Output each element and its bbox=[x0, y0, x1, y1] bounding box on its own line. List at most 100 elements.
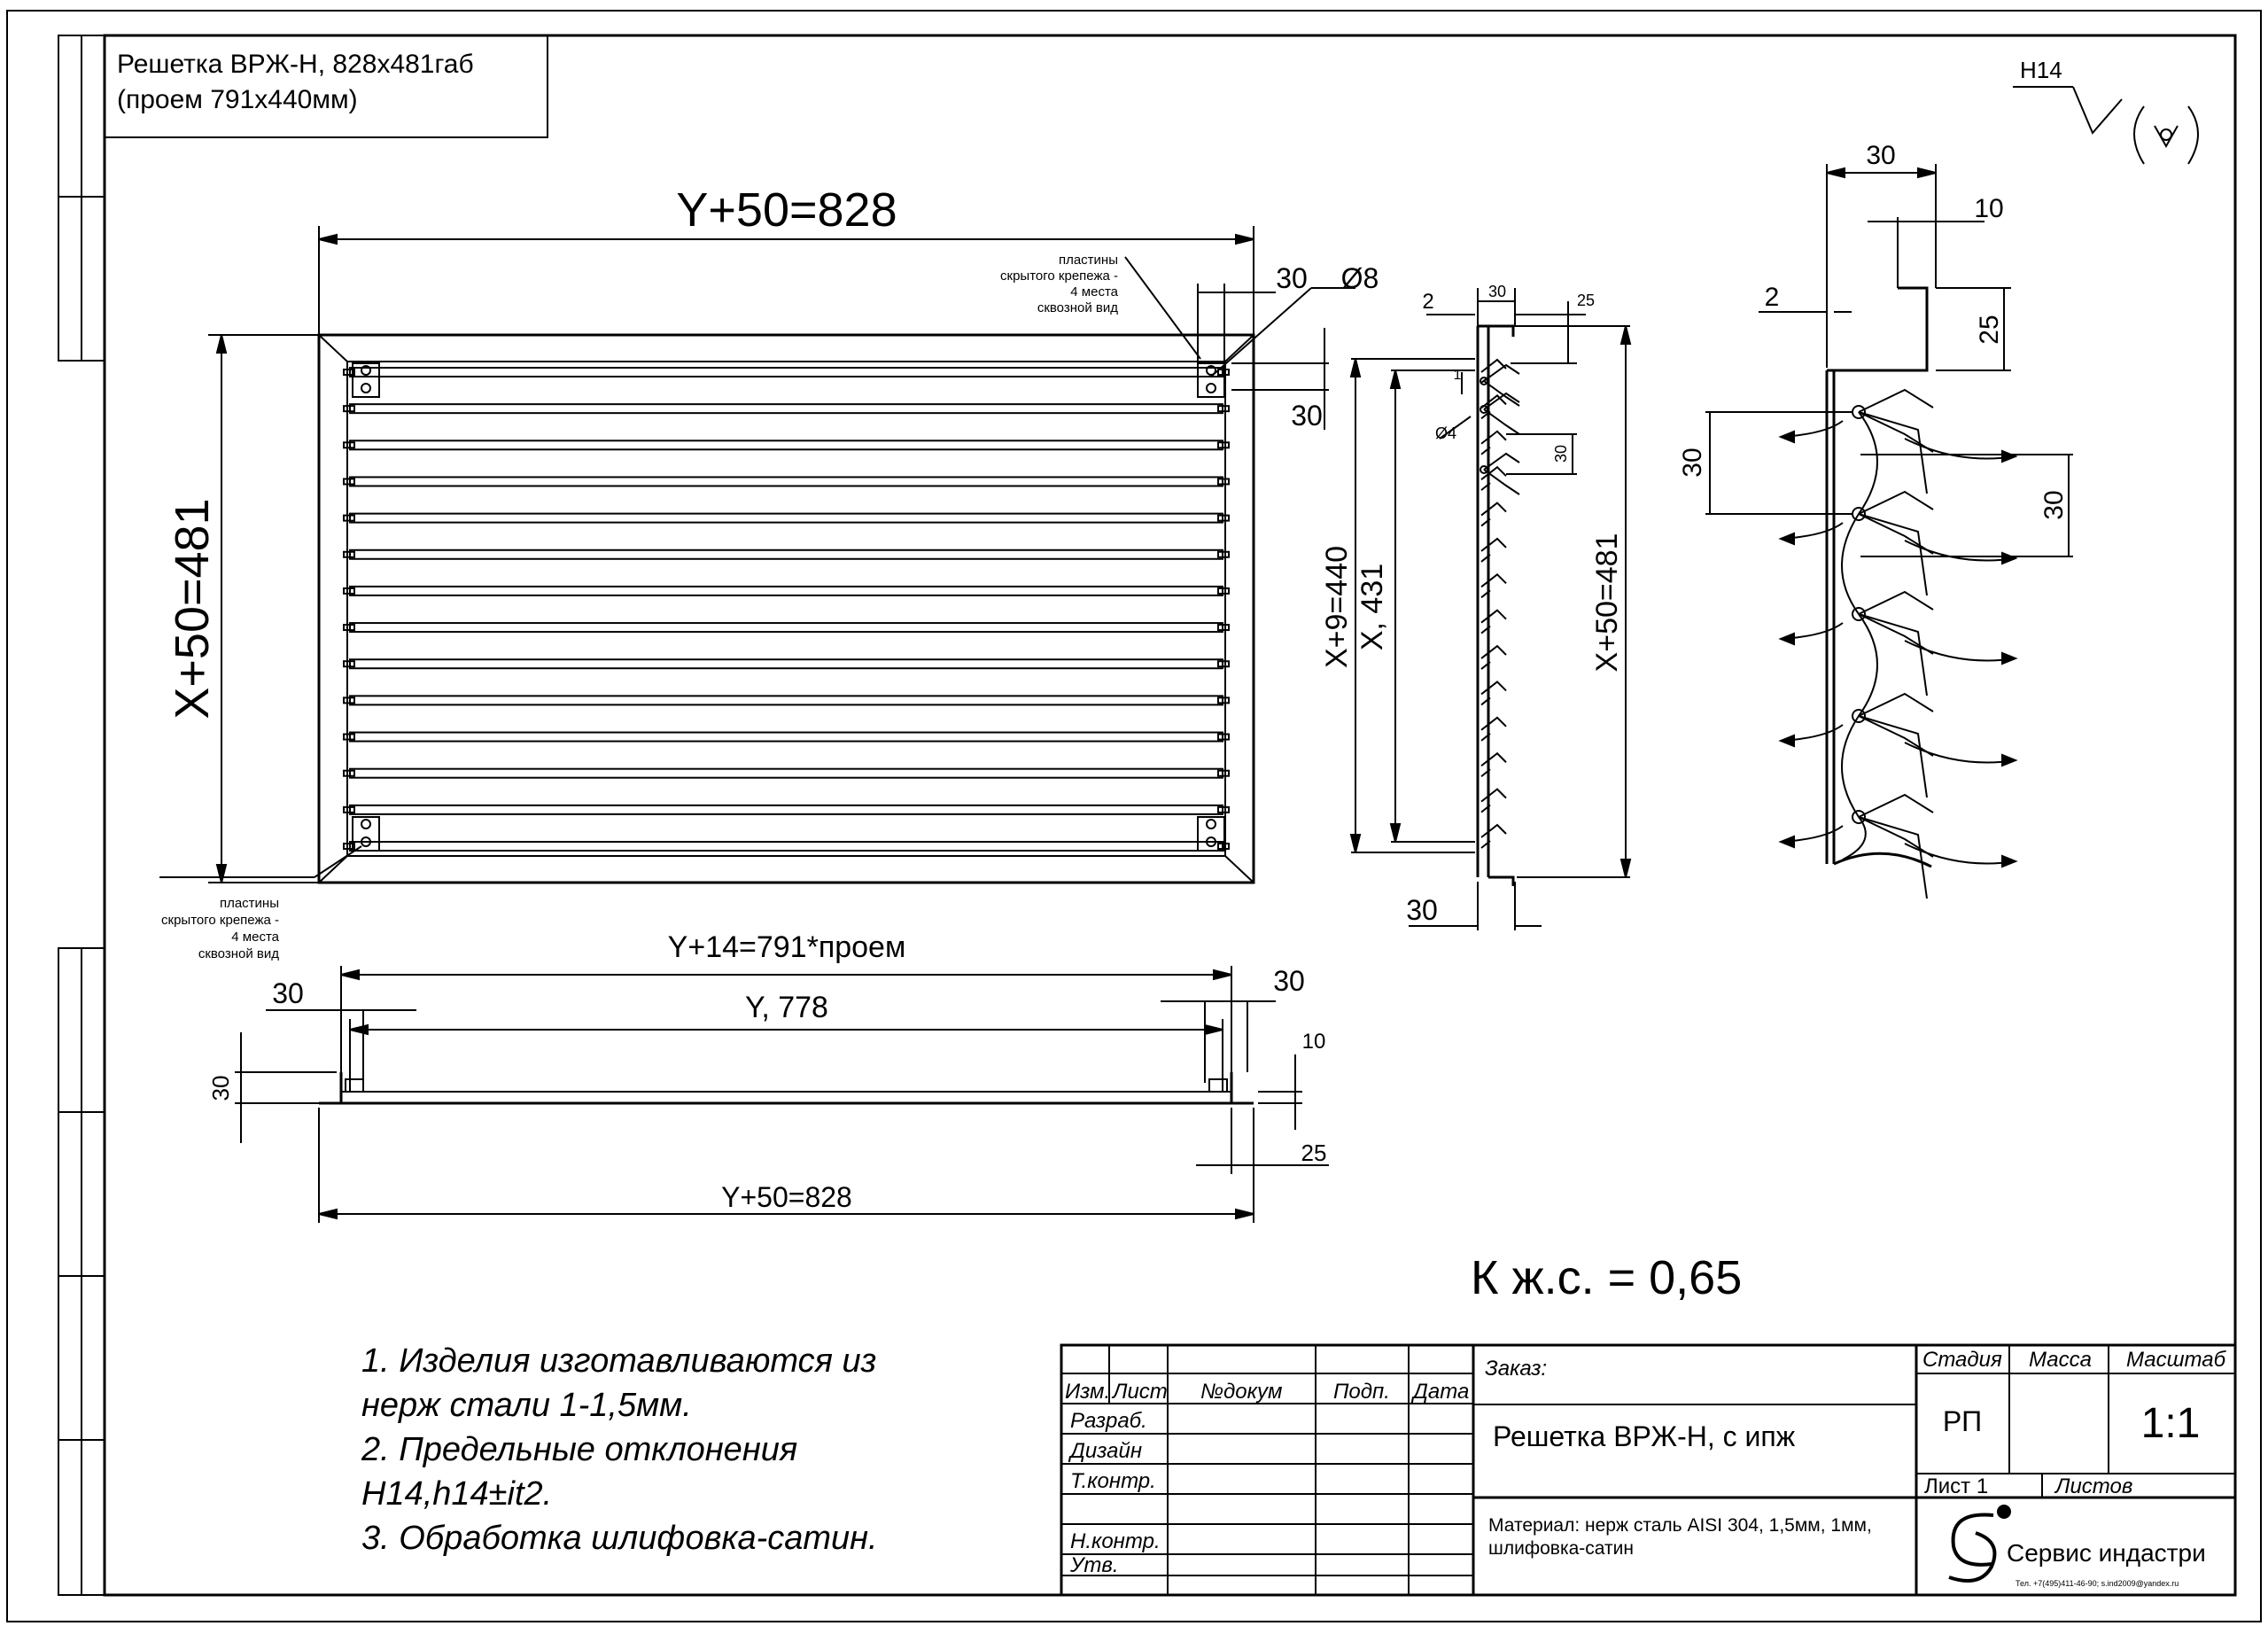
mass-label: Масса bbox=[2029, 1348, 2092, 1372]
title-line-1: Решетка ВРЖ-Н, 828х481габ bbox=[117, 50, 474, 79]
material-line-2: шлифовка-сатин bbox=[1488, 1538, 1634, 1559]
detail-blade bbox=[1858, 411, 1928, 494]
svg-text:сквозной вид: сквозной вид bbox=[198, 946, 279, 961]
plan-view: Y+14=791*проем Y, 778 30 30 30 10 25 Y+5… bbox=[207, 930, 1329, 1223]
plates-note-bottom: пластины скрытого крепежа - 4 места скво… bbox=[161, 896, 280, 961]
stage-value: РП bbox=[1943, 1405, 1982, 1437]
section-dim-25: 25 bbox=[1577, 292, 1595, 309]
svg-text:H14,h14±it2.: H14,h14±it2. bbox=[361, 1475, 552, 1513]
dim-30-top: 30 bbox=[1276, 262, 1308, 294]
height-dimension: X+50=481 bbox=[166, 498, 219, 719]
slat-pin bbox=[343, 369, 355, 376]
louver-slat bbox=[349, 403, 1223, 415]
svg-text:сквозной вид: сквозной вид bbox=[1037, 300, 1118, 315]
detail-view: 30 10 2 25 30 30 bbox=[1678, 141, 2073, 899]
dim-30-corner: 30 bbox=[1291, 400, 1323, 432]
section-blade-tail bbox=[1480, 446, 1491, 455]
detail-dim-2: 2 bbox=[1765, 283, 1780, 312]
slat-pin bbox=[1217, 441, 1230, 449]
slat-pin bbox=[1217, 478, 1230, 486]
slat-pin bbox=[1217, 550, 1230, 558]
detail-blades bbox=[1778, 388, 2018, 899]
slat-pin bbox=[343, 587, 355, 595]
louver-slat bbox=[349, 767, 1223, 779]
section-dim-x: X, 431 bbox=[1355, 564, 1389, 650]
detail-wave bbox=[1841, 411, 1878, 860]
detail-dim-30: 30 bbox=[1866, 141, 1895, 170]
detail-blade-hidden bbox=[1858, 692, 1934, 717]
section-blade-tail bbox=[1480, 696, 1491, 706]
svg-text:2. Предельные отклонения: 2. Предельные отклонения bbox=[361, 1431, 797, 1468]
detail-blade bbox=[1858, 513, 1928, 596]
material-line-1: Материал: нерж сталь AISI 304, 1,5мм, 1м… bbox=[1488, 1515, 1872, 1536]
section-blade-tail bbox=[1480, 840, 1491, 849]
detail-hole bbox=[1852, 607, 1866, 621]
section-blade bbox=[1480, 430, 1507, 445]
front-view: Y+50=828 X+50=481 30 Ø8 30 пластины скры… bbox=[159, 183, 1379, 961]
slat-pin bbox=[343, 624, 355, 632]
y-dimension: Y, 778 bbox=[745, 991, 828, 1024]
slat-pin bbox=[343, 805, 355, 813]
detail-dim-30-left: 30 bbox=[1678, 447, 1707, 477]
plan-dim-30-right: 30 bbox=[1273, 965, 1305, 997]
overall-dimension: Y+50=828 bbox=[721, 1181, 852, 1213]
section-blade-tail bbox=[1480, 482, 1491, 491]
section-dim-x9: X+9=440 bbox=[1320, 546, 1354, 668]
slat-pin bbox=[343, 660, 355, 668]
detail-blade bbox=[1858, 715, 1928, 798]
title-block: Изм. Лист №докум Подп. Дата Разраб. Диза… bbox=[1060, 1343, 2237, 1597]
plan-dim-10: 10 bbox=[1302, 1030, 1326, 1054]
detail-blade-hidden bbox=[1858, 388, 1934, 413]
side-section-blades bbox=[1480, 358, 1520, 849]
slat-pin bbox=[343, 769, 355, 777]
detail-hole bbox=[1852, 507, 1866, 521]
section-blade bbox=[1480, 716, 1507, 731]
detail-dim-25: 25 bbox=[1975, 315, 2004, 344]
louver-slats bbox=[343, 367, 1230, 852]
section-blade bbox=[1480, 681, 1507, 696]
section-dim-30-top: 30 bbox=[1488, 283, 1506, 300]
detail-dim-30-right: 30 bbox=[2039, 490, 2069, 519]
louver-slat bbox=[349, 440, 1223, 451]
zakaz-label: Заказ: bbox=[1485, 1357, 1547, 1381]
detail-blade-hidden bbox=[1858, 490, 1934, 515]
stage-label: Стадия bbox=[1922, 1348, 2002, 1372]
slat-pin bbox=[1217, 514, 1230, 522]
header-izm: Изм. bbox=[1065, 1380, 1110, 1404]
section-blade-hidden bbox=[1483, 452, 1520, 471]
louver-slat bbox=[349, 804, 1223, 815]
slat-pin bbox=[1217, 587, 1230, 595]
detail-hole bbox=[1852, 405, 1866, 419]
row-razrab: Разраб. bbox=[1070, 1409, 1147, 1433]
sheet-count-label: Листов bbox=[2054, 1474, 2132, 1498]
air-flow-arrow bbox=[2001, 651, 2018, 665]
louver-slat bbox=[349, 841, 1223, 852]
section-blade-hidden bbox=[1483, 469, 1520, 495]
slat-pin bbox=[1217, 624, 1230, 632]
section-blade-tail bbox=[1480, 589, 1491, 599]
k-coefficient: К ж.с. = 0,65 bbox=[1471, 1251, 1742, 1304]
company-logo-icon bbox=[1948, 1505, 2011, 1583]
section-blade-tail bbox=[1480, 804, 1491, 813]
louver-slat bbox=[349, 548, 1223, 560]
company-name: Сервис индастри bbox=[2007, 1539, 2206, 1567]
slat-pin bbox=[343, 550, 355, 558]
louver-slat bbox=[349, 731, 1223, 743]
detail-blade-hidden bbox=[1858, 793, 1934, 818]
louver-slat bbox=[349, 585, 1223, 596]
row-nkontr: Н.контр. bbox=[1070, 1529, 1161, 1553]
slat-pin bbox=[1217, 405, 1230, 413]
section-dim-d4: Ø4 bbox=[1435, 424, 1456, 442]
notes: 1. Изделия изготавливаются из нерж стали… bbox=[361, 1342, 878, 1557]
svg-text:скрытого крепежа -: скрытого крепежа - bbox=[161, 913, 279, 928]
section-blade bbox=[1480, 823, 1507, 838]
air-flow-arrow bbox=[1778, 835, 1795, 849]
louver-slat bbox=[349, 476, 1223, 487]
section-blade-hidden bbox=[1483, 363, 1520, 382]
svg-text:скрытого крепежа -: скрытого крепежа - bbox=[1000, 268, 1118, 284]
plan-dim-30-left: 30 bbox=[272, 977, 304, 1009]
svg-text:нерж стали 1-1,5мм.: нерж стали 1-1,5мм. bbox=[361, 1387, 692, 1424]
row-tkontr: Т.контр. bbox=[1070, 1469, 1156, 1493]
scale-value: 1:1 bbox=[2141, 1400, 2201, 1447]
